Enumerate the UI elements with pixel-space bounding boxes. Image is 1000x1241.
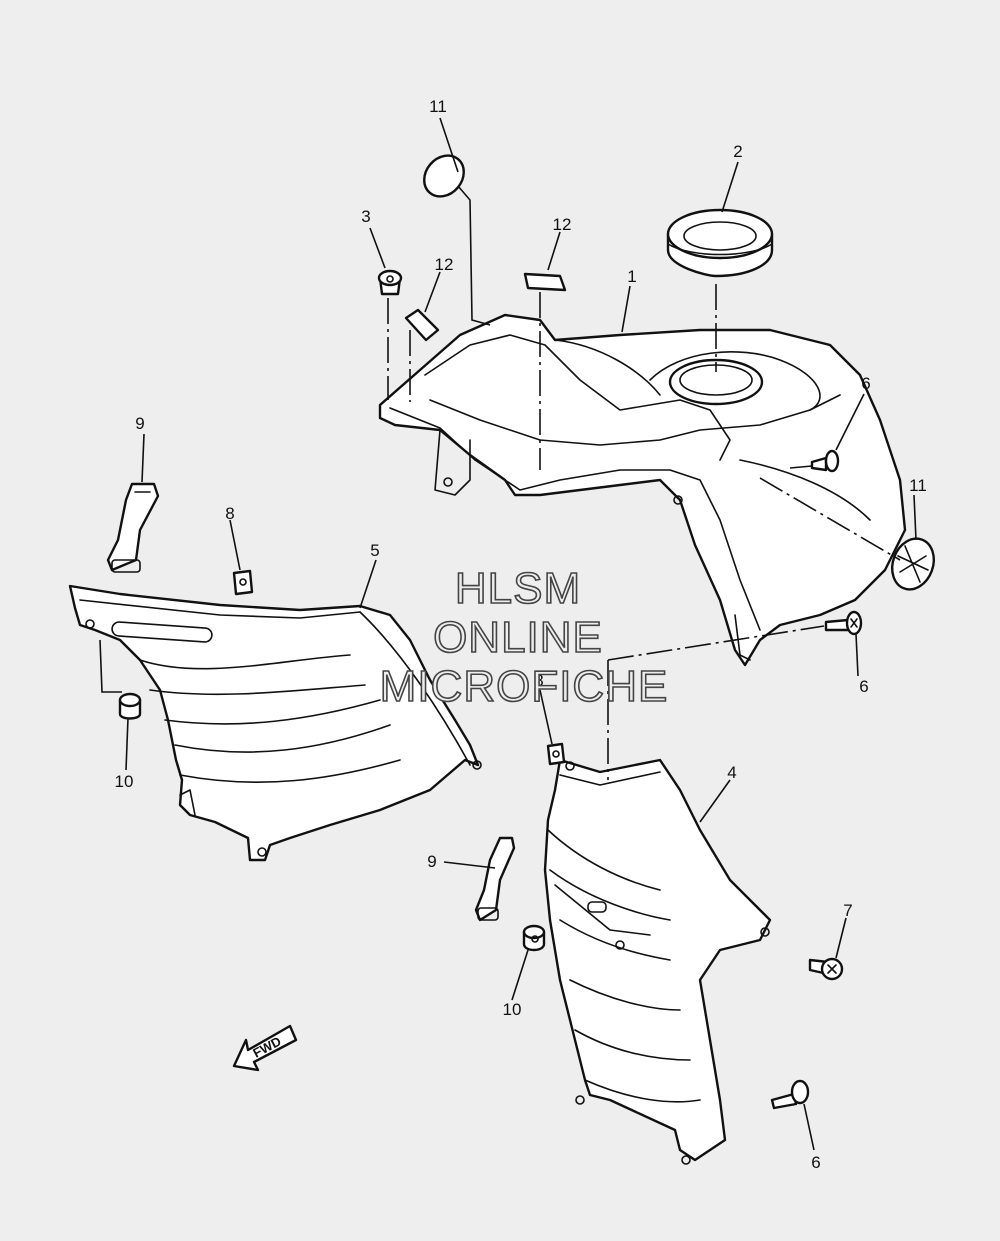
- grommet-part-10-right: [522, 924, 546, 952]
- side-cover-part-4: [543, 758, 772, 1165]
- callout-6-upper: 6: [861, 374, 870, 393]
- emblem-part-11-top: [423, 154, 465, 198]
- callout-2: 2: [733, 142, 742, 161]
- screw-part-6-middle: [824, 610, 863, 636]
- tank-cover-part-1: [378, 313, 907, 667]
- watermark-line-1: HLSM: [455, 564, 581, 613]
- screw-part-6-lower: [770, 1079, 810, 1110]
- callout-7: 7: [843, 901, 852, 920]
- callout-3: 3: [361, 207, 370, 226]
- fwd-label: FWD: [250, 1034, 283, 1061]
- watermark: HLSM ONLINE MICROFICHE: [379, 563, 669, 712]
- callout-9-right: 9: [427, 852, 436, 871]
- callout-5: 5: [370, 541, 379, 560]
- callout-12-top: 12: [553, 215, 572, 234]
- leader-lines: [99, 117, 917, 1151]
- callout-11-top: 11: [429, 97, 447, 116]
- callout-1: 1: [627, 267, 636, 286]
- clip-part-9-left: [106, 482, 160, 573]
- clip-part-9-right: [474, 836, 516, 922]
- callout-8-right: 8: [534, 671, 543, 690]
- watermark-line-3: MICROFICHE: [380, 662, 669, 711]
- nut-part-8-left: [232, 569, 254, 596]
- callout-9-left: 9: [135, 414, 144, 433]
- callout-6-lower: 6: [811, 1153, 820, 1172]
- side-cover-part-5: [68, 584, 482, 862]
- callout-10-left: 10: [115, 772, 134, 791]
- emblem-part-11-right: [891, 537, 935, 591]
- callout-10-right: 10: [503, 1000, 522, 1019]
- assembly-center-lines: [387, 284, 901, 780]
- plug-part-3: [377, 269, 403, 296]
- callout-11-right: 11: [909, 476, 927, 495]
- callout-numbers: 11 2 3 12 12 1 6 9 11 8 5 6 8 4 10 9 7 1…: [115, 97, 927, 1172]
- grommet-part-10-left: [118, 692, 142, 720]
- nut-part-8-right: [546, 742, 566, 766]
- callout-8-left: 8: [225, 504, 234, 523]
- filler-ring-part-2: [666, 208, 774, 278]
- screw-part-7: [808, 957, 844, 981]
- watermark-line-2: ONLINE: [433, 613, 603, 662]
- pad-part-12-top: [523, 272, 567, 292]
- forward-direction-arrow: FWD: [232, 1024, 298, 1072]
- callout-4: 4: [727, 763, 736, 782]
- callout-12-left: 12: [435, 255, 454, 274]
- pad-part-12-left: [404, 308, 440, 342]
- callout-6-middle: 6: [859, 677, 868, 696]
